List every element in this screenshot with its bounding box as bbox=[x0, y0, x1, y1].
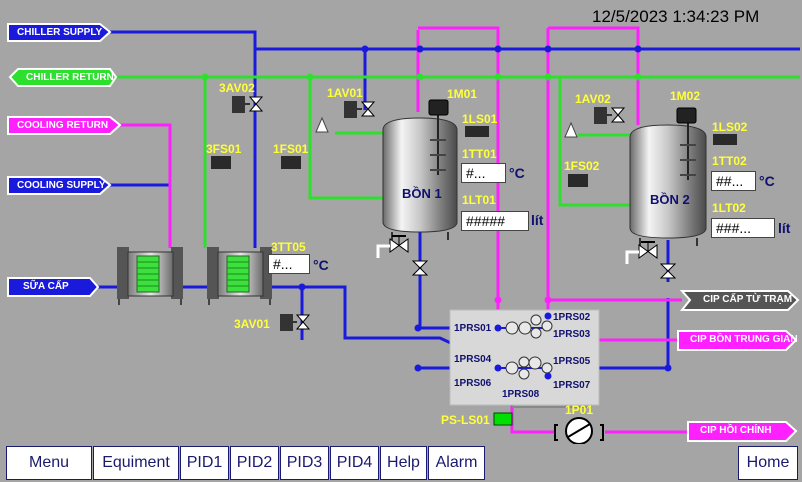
label-3fs01: 3FS01 bbox=[206, 142, 242, 156]
chiller-return-lines bbox=[116, 75, 800, 248]
label-1prs03: 1PRS03 bbox=[553, 329, 591, 340]
tag-chiller-supply: CHILLER SUPPLY bbox=[17, 27, 103, 38]
tag-cip-cap-tu-tram: CIP CẤP TỪ TRẠM bbox=[703, 294, 793, 305]
label-1fs02: 1FS02 bbox=[564, 159, 600, 173]
label-1prs05: 1PRS05 bbox=[553, 356, 591, 367]
label-1lt01: 1LT01 bbox=[462, 193, 496, 207]
tank-label-bon1: BỒN 1 bbox=[402, 186, 442, 201]
label-1ls02: 1LS02 bbox=[712, 120, 748, 134]
tag-arrow-shapes bbox=[7, 23, 800, 442]
pid4-button[interactable]: PID4 bbox=[330, 446, 379, 480]
label-ps-ls01: PS-LS01 bbox=[441, 413, 490, 427]
label-1av02: 1AV02 bbox=[575, 92, 611, 106]
label-3tt05: 3TT05 bbox=[271, 240, 306, 254]
tag-chiller-return: CHILLER RETURN bbox=[26, 72, 114, 83]
flow-switch-1fs02-icon[interactable] bbox=[568, 174, 588, 187]
valve-3av01-icon[interactable] bbox=[280, 314, 311, 331]
flow-switch-1fs01-icon[interactable] bbox=[281, 156, 301, 169]
alarm-button[interactable]: Alarm bbox=[428, 446, 485, 480]
label-1prs07: 1PRS07 bbox=[553, 380, 591, 391]
label-1tt01: 1TT01 bbox=[462, 147, 497, 161]
motor-1m01-icon[interactable] bbox=[428, 99, 449, 116]
label-3av01: 3AV01 bbox=[234, 317, 270, 331]
valve-1av02-icon[interactable] bbox=[594, 107, 626, 124]
label-3av02: 3AV02 bbox=[219, 81, 255, 95]
unit-1lt02: lít bbox=[778, 220, 791, 236]
valve-1av01-icon[interactable] bbox=[344, 101, 376, 118]
label-1tt02: 1TT02 bbox=[712, 154, 747, 168]
date-time-display: 12/5/2023 1:34:23 PM bbox=[592, 7, 760, 26]
level-1lt02-field[interactable]: ###... bbox=[711, 218, 775, 238]
heat-exchanger-1 bbox=[117, 247, 183, 305]
manifold-dots bbox=[494, 312, 552, 380]
tag-cip-hoi-chinh: CIP HỒI CHÍNH bbox=[700, 425, 772, 436]
home-button[interactable]: Home bbox=[738, 446, 798, 480]
tag-sua-cap: SỮA CẤP bbox=[23, 281, 69, 292]
unit-1tt01: °C bbox=[509, 165, 525, 181]
motor-1m02-icon[interactable] bbox=[676, 107, 697, 124]
pid1-button[interactable]: PID1 bbox=[180, 446, 229, 480]
tank-label-bon2: BỒN 2 bbox=[650, 192, 690, 207]
ps-ls01-indicator[interactable] bbox=[493, 412, 513, 426]
help-button[interactable]: Help bbox=[380, 446, 427, 480]
tank-bon1 bbox=[382, 112, 458, 240]
temp-3tt05-field[interactable]: #... bbox=[268, 254, 310, 274]
label-1fs01: 1FS01 bbox=[273, 142, 309, 156]
unit-1lt01: lít bbox=[531, 212, 544, 228]
tank-bottom-valves[interactable] bbox=[376, 235, 658, 264]
pump-1p01-icon[interactable] bbox=[554, 417, 604, 445]
manual-valve-1-icon[interactable] bbox=[411, 260, 677, 279]
valve-3av02-icon[interactable] bbox=[232, 96, 264, 113]
pipe-junctions bbox=[298, 45, 672, 372]
equipment-button[interactable]: Equiment bbox=[93, 446, 179, 480]
tag-cooling-return: COOLING RETURN bbox=[17, 120, 109, 131]
tank-bon2 bbox=[629, 120, 707, 246]
menu-button[interactable]: Menu bbox=[6, 446, 92, 480]
manifold-valves[interactable] bbox=[505, 314, 553, 380]
label-1p01: 1P01 bbox=[565, 403, 594, 417]
label-1prs04: 1PRS04 bbox=[454, 354, 492, 365]
label-1prs01: 1PRS01 bbox=[454, 323, 492, 334]
spray-nozzle-icons bbox=[315, 116, 578, 138]
label-1prs06: 1PRS06 bbox=[454, 378, 492, 389]
cip-junctions bbox=[494, 296, 552, 304]
tag-cip-bon-trung-gian: CIP BỒN TRUNG GIAN bbox=[690, 334, 798, 345]
label-1lt02: 1LT02 bbox=[712, 201, 746, 215]
tag-cooling-supply: COOLING SUPPLY bbox=[17, 180, 106, 191]
label-1m02: 1M02 bbox=[670, 89, 701, 103]
label-1prs08: 1PRS08 bbox=[502, 389, 540, 400]
return-junctions bbox=[201, 73, 642, 81]
unit-1tt02: °C bbox=[759, 173, 775, 189]
unit-3tt05: °C bbox=[313, 257, 329, 273]
label-1m01: 1M01 bbox=[447, 87, 478, 101]
temp-1tt01-field[interactable]: #... bbox=[461, 163, 506, 183]
level-switch-1ls02-icon[interactable] bbox=[713, 134, 737, 145]
label-1av01: 1AV01 bbox=[327, 86, 363, 100]
flow-switch-3fs01-icon[interactable] bbox=[211, 156, 231, 169]
heat-exchanger-2 bbox=[207, 247, 272, 305]
temp-1tt02-field[interactable]: ##... bbox=[711, 171, 756, 191]
pid3-button[interactable]: PID3 bbox=[280, 446, 329, 480]
label-1ls01: 1LS01 bbox=[462, 112, 498, 126]
level-1lt01-field[interactable]: ##### bbox=[461, 211, 529, 231]
label-1prs02: 1PRS02 bbox=[553, 312, 591, 323]
pid2-button[interactable]: PID2 bbox=[230, 446, 279, 480]
level-switch-1ls01-icon[interactable] bbox=[465, 126, 489, 137]
